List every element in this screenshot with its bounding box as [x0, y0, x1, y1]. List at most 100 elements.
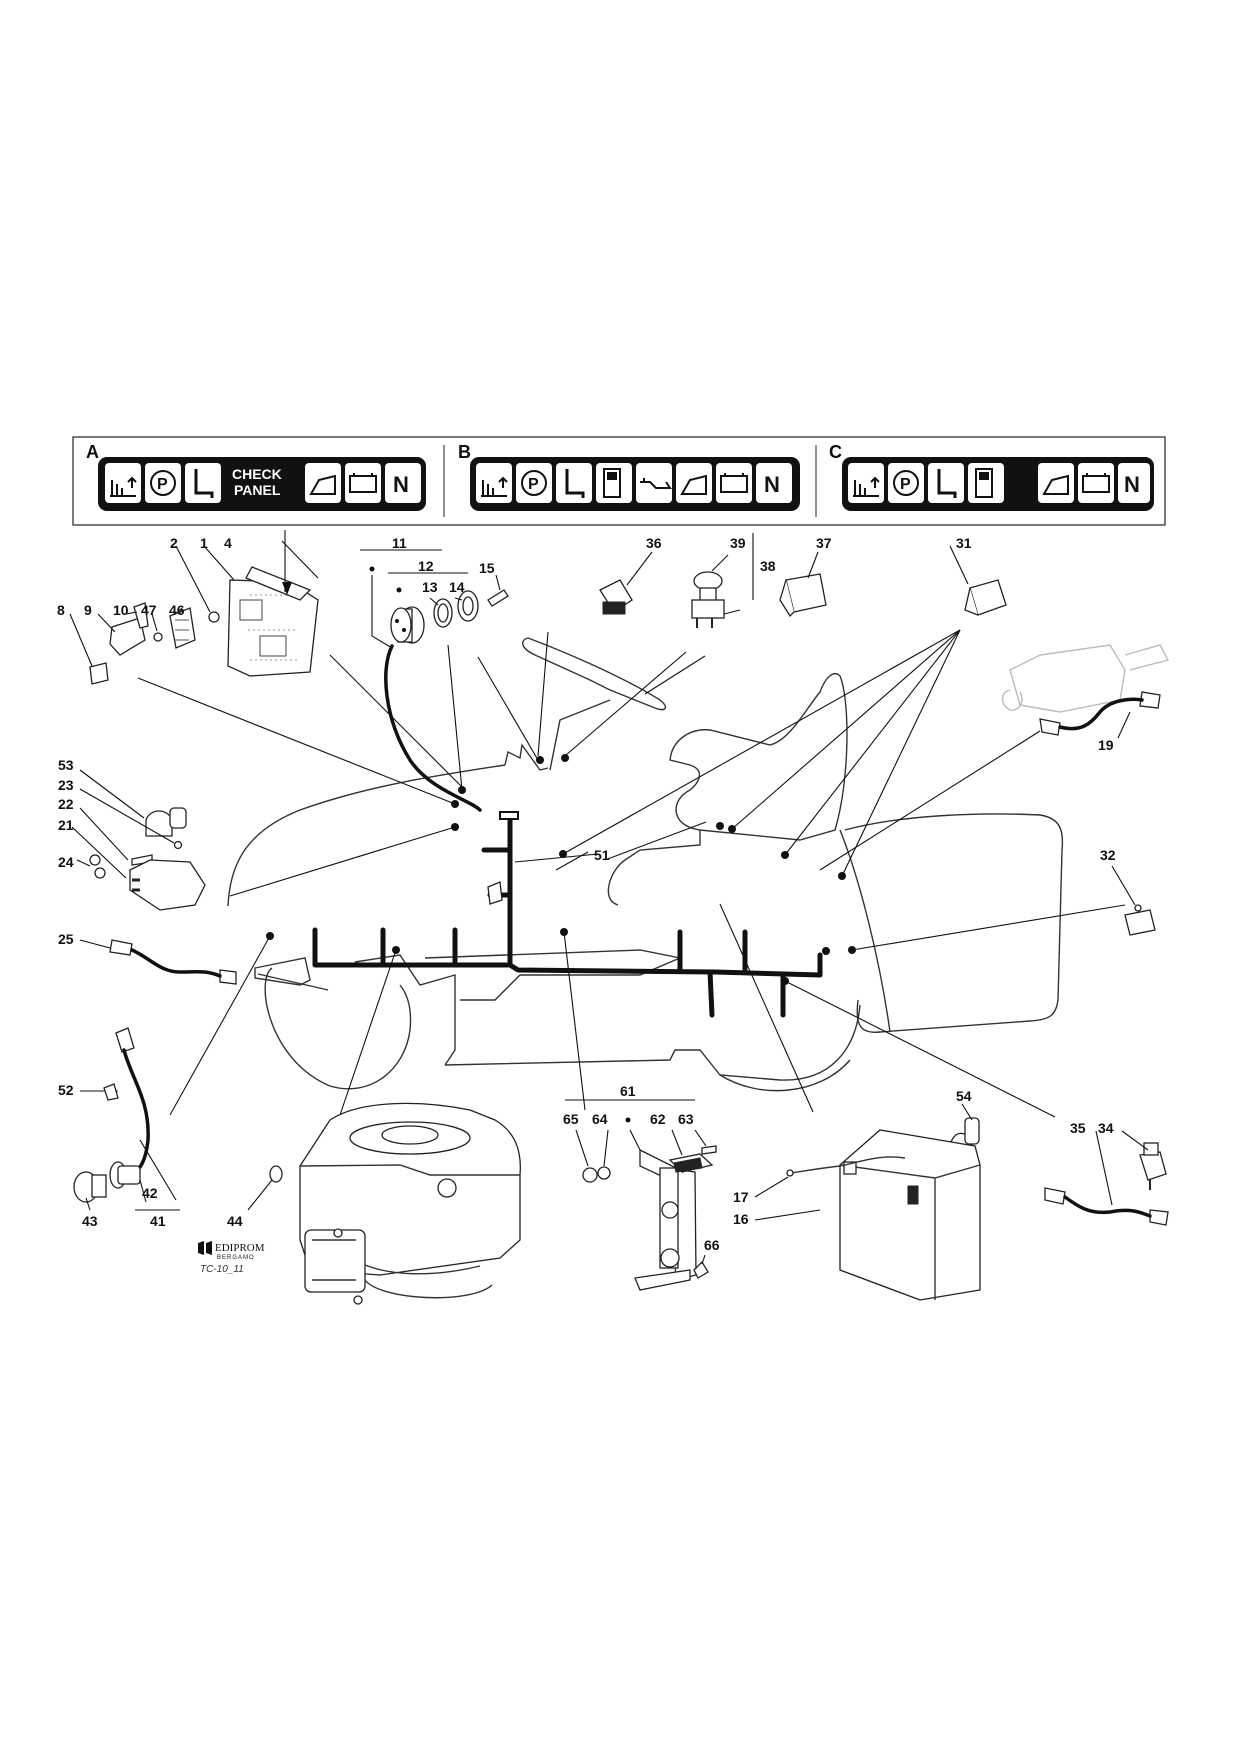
leader-lines	[137, 629, 1126, 1118]
drawing-code: TC-10_11	[200, 1264, 244, 1275]
callout-1: 1	[200, 535, 208, 551]
seat-icon	[556, 463, 592, 503]
callout-21: 21	[58, 817, 74, 833]
panel-a: A P CHECK PANEL N	[86, 442, 426, 511]
svg-text:P: P	[528, 476, 539, 493]
panel-a-letter: A	[86, 442, 99, 462]
callout-47: 47	[141, 602, 157, 618]
logo-name: EDIPROM	[215, 1242, 265, 1254]
blade-icon	[305, 463, 341, 503]
tractor-outline	[227, 637, 1064, 1092]
callout-17: 17	[733, 1189, 749, 1205]
seat-icon	[928, 463, 964, 503]
svg-text:N: N	[1124, 472, 1140, 497]
callout-12: 12	[418, 558, 434, 574]
callout-43: 43	[82, 1213, 98, 1229]
callout-61: 61	[620, 1083, 636, 1099]
callout-53: 53	[58, 757, 74, 773]
callout-34: 34	[1098, 1120, 1114, 1136]
blade-icon	[676, 463, 712, 503]
starter-solenoid	[71, 769, 206, 911]
engine	[299, 1102, 521, 1305]
seat-sensor-icon	[476, 463, 512, 503]
circuit-board	[175, 530, 319, 677]
svg-text:P: P	[157, 476, 168, 493]
ghost-actuator	[1001, 644, 1170, 713]
callout-41: 41	[150, 1213, 166, 1229]
callout-10: 10	[113, 602, 129, 618]
battery-icon	[345, 463, 381, 503]
callout-66: 66	[704, 1237, 720, 1253]
parking-brake-icon: P	[145, 463, 181, 503]
callout-25: 25	[58, 931, 74, 947]
callout-52: 52	[58, 1082, 74, 1098]
callout-37: 37	[816, 535, 832, 551]
seat-icon	[185, 463, 221, 503]
svg-text:P: P	[900, 476, 911, 493]
connection-dots	[266, 754, 856, 985]
callout-35: 35	[1070, 1120, 1086, 1136]
fuel-icon	[968, 463, 1004, 503]
callout-numbers: 1 2 4 8 9 10 47 46 11 12 13 14 15 36 39 …	[57, 535, 1116, 1253]
callout-38: 38	[760, 558, 776, 574]
sensor-34-35	[1044, 1130, 1169, 1226]
callout-46: 46	[169, 602, 185, 618]
panel-a-text-line1: CHECK	[232, 466, 282, 482]
callout-42: 42	[142, 1185, 158, 1201]
fuse-and-relay-parts	[69, 602, 196, 685]
callout-54: 54	[956, 1088, 972, 1104]
panel-c: C P N	[829, 442, 1154, 511]
svg-text:N: N	[764, 472, 780, 497]
svg-text:N: N	[393, 472, 409, 497]
callout-2: 2	[170, 535, 178, 551]
callout-19: 19	[1098, 737, 1114, 753]
callout-16: 16	[733, 1211, 749, 1227]
neutral-switch-bracket	[565, 1099, 717, 1291]
panel-b-letter: B	[458, 442, 471, 462]
callout-15: 15	[479, 560, 495, 576]
battery-icon	[716, 463, 752, 503]
callout-36: 36	[646, 535, 662, 551]
neutral-icon: N	[1118, 463, 1150, 503]
neutral-icon: N	[385, 463, 421, 503]
fuel-icon	[596, 463, 632, 503]
battery	[754, 1103, 981, 1301]
parking-brake-icon: P	[888, 463, 924, 503]
callout-44: 44	[227, 1213, 243, 1229]
callout-13: 13	[422, 579, 438, 595]
headlamp-bulb	[73, 1027, 180, 1211]
callout-4: 4	[224, 535, 232, 551]
seat-sensor-icon	[105, 463, 141, 503]
wiring-harness	[312, 644, 823, 1018]
wire-19	[1039, 691, 1161, 739]
callout-11: 11	[392, 535, 407, 551]
oil-icon	[636, 463, 672, 503]
callout-63: 63	[678, 1111, 694, 1127]
callout-64: 64	[592, 1111, 608, 1127]
callout-22: 22	[58, 796, 74, 812]
callout-9: 9	[84, 602, 92, 618]
dashboard-panel-frame	[72, 436, 1166, 526]
callout-39: 39	[730, 535, 746, 551]
seat-sensor-icon	[848, 463, 884, 503]
panel-c-letter: C	[829, 442, 842, 462]
wire-25	[79, 939, 237, 985]
ignition-switch	[360, 549, 509, 649]
publisher-logo: EDIPROM BERGAMO TC-10_11	[198, 1241, 265, 1275]
neutral-icon: N	[756, 463, 792, 503]
callout-8: 8	[57, 602, 65, 618]
callout-23: 23	[58, 777, 74, 793]
callout-14: 14	[449, 579, 465, 595]
parking-brake-icon: P	[516, 463, 552, 503]
dashboard-switches	[599, 533, 1007, 628]
callout-65: 65	[563, 1111, 579, 1127]
callout-51: 51	[594, 847, 610, 863]
blade-icon	[1038, 463, 1074, 503]
nut-44	[247, 1165, 283, 1211]
callout-31: 31	[956, 535, 972, 551]
callout-62: 62	[650, 1111, 666, 1127]
logo-city: BERGAMO	[217, 1255, 255, 1261]
panel-b: B P	[458, 442, 800, 511]
micro-switch-32	[1111, 865, 1156, 936]
